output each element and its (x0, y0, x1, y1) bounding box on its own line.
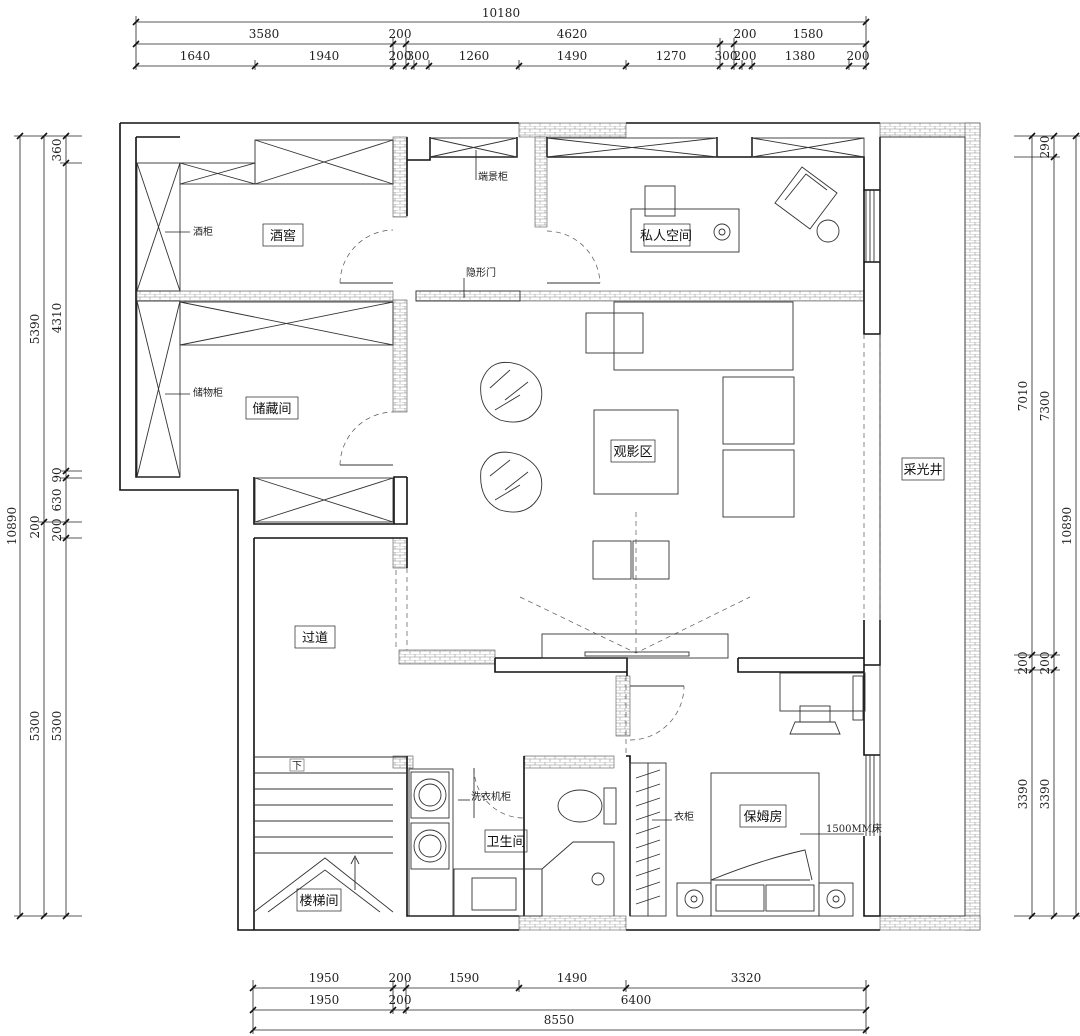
dim-left-i-4: 200 (28, 516, 42, 539)
label-hidden-door: 隐形门 (466, 266, 496, 279)
dim-top-r2-1: 1940 (309, 49, 340, 63)
dim-top-r2-3: 300 (407, 49, 430, 63)
label-display-cabinet: 端景柜 (478, 170, 508, 183)
right-dimensions: 7010 200 3390 290 7300 200 3390 10890 (1014, 132, 1080, 920)
label-storage-cabinet: 储物柜 (193, 386, 223, 399)
dim-top-r2-9: 1380 (785, 49, 816, 63)
dim-right-i-1: 7300 (1038, 391, 1052, 422)
room-private-space: 私人空间 (640, 229, 692, 244)
dim-top-total: 10180 (482, 6, 520, 20)
dim-top-r2-8: 200 (734, 49, 757, 63)
dim-left-i-2: 90 (50, 467, 64, 482)
dim-top-r1-4: 1580 (793, 27, 824, 41)
dim-left-o-0: 5390 (28, 314, 42, 345)
dim-bot-r1-1: 200 (389, 971, 412, 985)
dim-top-r2-4: 1260 (459, 49, 490, 63)
room-viewing-area: 观影区 (613, 445, 652, 460)
label-wine-cabinet: 酒柜 (193, 225, 213, 238)
top-dimensions: 10180 3580 200 4620 200 1580 1640 1940 2… (132, 6, 870, 70)
dim-right-i-0: 290 (1038, 136, 1052, 159)
label-bed: 1500MM床 (826, 822, 882, 835)
walls (119, 122, 981, 931)
dim-top-r2-10: 200 (847, 49, 870, 63)
dim-left-i-5: 200 (50, 519, 64, 542)
dim-bot-r2-2: 6400 (621, 993, 652, 1007)
dim-left-i-6: 5300 (50, 711, 64, 742)
dim-left-i-3: 630 (50, 489, 64, 512)
dim-top-r1-3: 200 (734, 27, 757, 41)
dim-left-o-1: 5300 (28, 711, 42, 742)
dim-right-o-0: 7010 (1016, 381, 1030, 412)
dim-bot-r2-0: 1950 (309, 993, 340, 1007)
dim-top-r1-2: 4620 (557, 27, 588, 41)
dim-top-r2-6: 1270 (656, 49, 687, 63)
dim-bot-total: 8550 (544, 1013, 575, 1027)
dim-right-o-1: 200 (1016, 652, 1030, 675)
room-wine-cellar: 酒窖 (270, 228, 296, 244)
room-skylight: 采光井 (903, 463, 942, 478)
dim-bot-r1-2: 1590 (449, 971, 480, 985)
dim-left-i-0: 360 (50, 139, 64, 162)
dim-bot-r2-1: 200 (389, 993, 412, 1007)
dim-left-total: 10890 (5, 507, 19, 545)
doors (339, 229, 881, 819)
label-stairs-down: 下 (292, 761, 302, 772)
dim-top-r2-0: 1640 (180, 49, 211, 63)
room-nanny: 保姆房 (743, 809, 782, 825)
dim-top-r2-2: 200 (389, 49, 412, 63)
label-wardrobe: 衣柜 (674, 810, 694, 823)
label-washer-cabinet: 洗衣机柜 (471, 790, 511, 803)
room-stairwell: 楼梯间 (299, 894, 338, 909)
dim-bot-r1-4: 3320 (731, 971, 762, 985)
dim-left-i-1: 4310 (50, 303, 64, 334)
bottom-dimensions: 1950 200 1590 1490 3320 1950 200 6400 85… (249, 971, 870, 1034)
left-dimensions: 10890 5390 5300 360 4310 90 630 200 200 … (5, 132, 82, 920)
dim-right-o-2: 3390 (1016, 779, 1030, 810)
dim-top-r1-0: 3580 (249, 27, 280, 41)
annotations: 酒柜 储物柜 端景柜 隐形门 洗衣机柜 衣柜 1500MM床 下 (165, 150, 882, 835)
dim-top-r1-1: 200 (389, 27, 412, 41)
room-storage: 储藏间 (252, 402, 291, 417)
dim-right-i-3: 3390 (1038, 779, 1052, 810)
dim-bot-r1-0: 1950 (309, 971, 340, 985)
dim-top-r2-5: 1490 (557, 49, 588, 63)
room-corridor: 过道 (302, 631, 328, 646)
room-labels: 酒窖 储藏间 私人空间 观影区 采光井 过道 楼梯间 卫生间 保姆房 (245, 223, 945, 912)
dim-top-r2-7: 300 (715, 49, 738, 63)
dim-bot-r1-3: 1490 (557, 971, 588, 985)
dim-right-total: 10890 (1060, 507, 1074, 545)
cabinets (136, 137, 865, 917)
furniture (253, 136, 966, 917)
room-bathroom: 卫生间 (486, 835, 525, 850)
dim-right-i-2: 200 (1038, 652, 1052, 675)
